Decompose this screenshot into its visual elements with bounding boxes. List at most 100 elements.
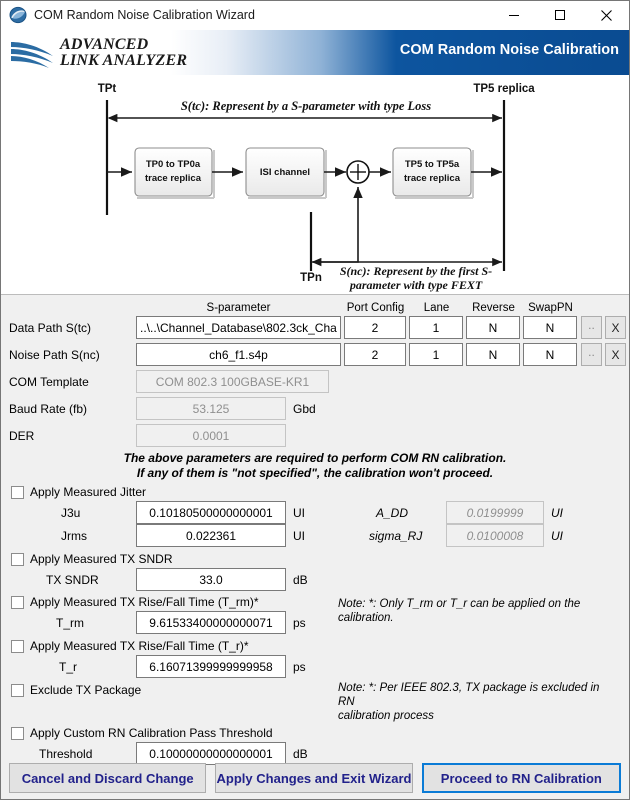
svg-text:TP5 to TP5a: TP5 to TP5a [405,159,460,170]
close-button[interactable] [583,1,629,30]
globe-icon [9,6,27,24]
sigma-rj-unit: UI [551,529,563,543]
apply-custom-threshold-checkbox[interactable]: Apply Custom RN Calibration Pass Thresho… [11,726,273,740]
noise-path-label: Noise Path S(nc) [9,348,100,362]
tr-input[interactable] [136,655,286,678]
header-sparameter: S-parameter [206,302,271,314]
window-title: COM Random Noise Calibration Wizard [34,8,255,22]
svg-text:TP0 to TP0a: TP0 to TP0a [146,159,201,170]
threshold-input[interactable] [136,742,286,765]
svg-text:trace replica: trace replica [145,173,202,184]
svg-text:S(nc): Represent by the first: S(nc): Represent by the first S- [340,264,492,278]
apply-measured-tx-sndr-label: Apply Measured TX SNDR [30,552,173,566]
checkbox-box[interactable] [11,639,24,653]
apply-measured-jitter-checkbox[interactable]: Apply Measured Jitter [11,485,146,499]
sigma-rj-value [446,524,544,547]
note-trm-tr: Note: *: Only T_rm or T_r can be applied… [338,598,581,624]
noise-path-clear-button[interactable]: X [605,343,626,366]
svg-text:TPt: TPt [98,83,117,95]
settings-form: S-parameter Port Config Lane Reverse Swa… [1,295,629,799]
com-template-value [136,370,329,393]
baud-rate-unit: Gbd [293,402,316,416]
tx-sndr-unit: dB [293,573,308,587]
j3u-unit: UI [293,506,305,520]
data-path-sparam-input[interactable] [136,316,341,339]
tx-sndr-label: TX SNDR [46,573,99,587]
threshold-unit: dB [293,747,308,761]
apply-measured-jitter-label: Apply Measured Jitter [30,485,147,499]
der-value [136,424,286,447]
svg-text:ISI channel: ISI channel [260,167,310,178]
apply-measured-trm-checkbox[interactable]: Apply Measured TX Rise/Fall Time (T_rm)* [11,595,259,609]
svg-text:S(tc): Represent by a S-parame: S(tc): Represent by a S-parameter with t… [181,99,431,113]
data-path-lane-input[interactable] [409,316,463,339]
required-note-line-2: If any of them is "not specified", the c… [136,466,494,480]
noise-path-port-config-input[interactable] [344,343,406,366]
header-swappn: SwapPN [528,302,573,314]
data-path-label: Data Path S(tc) [9,321,92,335]
exclude-note-line-1: Note: *: Per IEEE 802.3, TX package is e… [338,682,600,708]
title-bar: COM Random Noise Calibration Wizard [1,1,629,30]
svg-text:TPn: TPn [300,272,322,284]
button-bar: Cancel and Discard Change Apply Changes … [1,761,629,795]
data-path-browse-button[interactable]: .. [581,316,602,339]
noise-path-sparam-input[interactable] [136,343,341,366]
noise-path-reverse-input[interactable] [466,343,520,366]
svg-text:TP5 replica: TP5 replica [473,83,535,95]
baud-rate-label: Baud Rate (fb) [9,402,88,416]
exclude-tx-package-checkbox[interactable]: Exclude TX Package [11,683,141,697]
exclude-note-line-2: calibration process [338,710,434,722]
window-controls [491,1,629,30]
der-label: DER [9,429,35,443]
noise-path-lane-input[interactable] [409,343,463,366]
a-dd-value [446,501,544,524]
cancel-and-discard-button[interactable]: Cancel and Discard Change [9,763,207,793]
apply-measured-tx-sndr-checkbox[interactable]: Apply Measured TX SNDR [11,552,173,566]
jrms-unit: UI [293,529,305,543]
tx-sndr-input[interactable] [136,568,286,591]
header-lane: Lane [423,302,450,314]
a-dd-unit: UI [551,506,563,520]
apply-measured-tr-checkbox[interactable]: Apply Measured TX Rise/Fall Time (T_r)* [11,639,249,653]
logo-line-2: LINK ANALYZER [60,52,188,69]
tr-label: T_r [59,660,77,674]
minimize-button[interactable] [491,1,537,30]
header-reverse: Reverse [472,302,515,314]
apply-custom-threshold-label: Apply Custom RN Calibration Pass Thresho… [30,726,273,740]
block-diagram: TPt TP5 replica TPn S(tc): Represent by … [1,75,629,295]
checkbox-box[interactable] [11,485,24,499]
data-path-port-config-input[interactable] [344,316,406,339]
noise-path-browse-button[interactable]: .. [581,343,602,366]
header-port-config: Port Config [346,302,405,314]
data-path-swappn-input[interactable] [523,316,577,339]
jrms-input[interactable] [136,524,286,547]
apply-and-exit-button[interactable]: Apply Changes and Exit Wizard [215,763,413,793]
trm-unit: ps [293,616,306,630]
trm-input[interactable] [136,611,286,634]
checkbox-box[interactable] [11,552,24,566]
j3u-label: J3u [61,506,81,520]
maximize-button[interactable] [537,1,583,30]
noise-path-swappn-input[interactable] [523,343,577,366]
j3u-input[interactable] [136,501,286,524]
com-template-label: COM Template [9,375,89,389]
banner-title: COM Random Noise Calibration [399,42,619,58]
tr-unit: ps [293,660,306,674]
data-path-clear-button[interactable]: X [605,316,626,339]
logo-line-1: ADVANCED [60,35,149,53]
required-note-line-1: The above parameters are required to per… [123,451,507,465]
svg-text:parameter with type FEXT: parameter with type FEXT [349,278,483,292]
header-banner: ADVANCED LINK ANALYZER COM Random Noise … [1,30,629,75]
checkbox-box[interactable] [11,683,24,697]
jrms-label: Jrms [61,529,87,543]
apply-measured-trm-label: Apply Measured TX Rise/Fall Time (T_rm)* [30,595,259,609]
checkbox-box[interactable] [11,726,24,740]
threshold-label: Threshold [39,747,93,761]
svg-text:trace replica: trace replica [404,173,461,184]
swoosh-logo-icon [9,36,57,70]
required-note: The above parameters are required to per… [1,451,629,481]
proceed-to-rn-calibration-button[interactable]: Proceed to RN Calibration [421,763,621,793]
checkbox-box[interactable] [11,595,24,609]
data-path-reverse-input[interactable] [466,316,520,339]
